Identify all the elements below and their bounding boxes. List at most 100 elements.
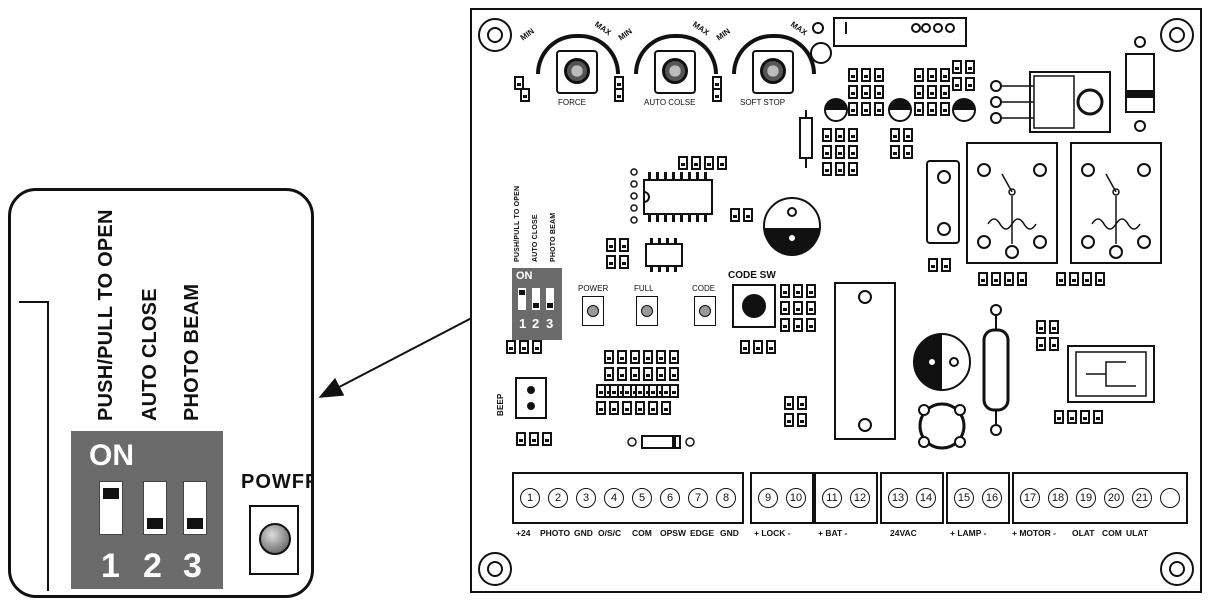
smd-pad-icon	[835, 128, 845, 142]
soft-stop-potentiometer[interactable]	[732, 34, 816, 112]
smd-pad-icon	[622, 384, 632, 398]
terminal-number[interactable]: 5	[632, 488, 652, 508]
board-dip-switch-1[interactable]	[518, 288, 526, 310]
terminal-number[interactable]: 16	[982, 488, 1002, 508]
force-label: FORCE	[558, 98, 586, 107]
dip-switch-1[interactable]	[99, 481, 123, 535]
smd-pad-icon	[940, 102, 950, 116]
smd-pad-icon	[669, 350, 679, 364]
smd-pad-icon	[766, 340, 776, 354]
header-connector-icon	[833, 17, 967, 47]
board-dip-switch-3[interactable]	[546, 288, 554, 310]
terminal-label: + BAT -	[818, 528, 848, 538]
smd-pad-icon	[793, 301, 803, 315]
smd-pad-icon	[835, 145, 845, 159]
dip-switch-callout: PUSH/PULL TO OPEN AUTO CLOSE PHOTO BEAM …	[8, 188, 314, 598]
terminal-number[interactable]: 21	[1132, 488, 1152, 508]
board-label-photo-beam: PHOTO BEAM	[550, 212, 557, 262]
terminal-number[interactable]	[1160, 488, 1180, 508]
capacitor-icon	[514, 76, 524, 90]
dip-switch: ON 1 2 3	[512, 268, 562, 340]
smd-pad-icon	[874, 68, 884, 82]
smd-pad-icon	[822, 128, 832, 142]
terminal-number[interactable]: 6	[660, 488, 680, 508]
smd-pad-icon	[848, 162, 858, 176]
smd-pad-icon	[874, 102, 884, 116]
smd-pad-icon	[635, 401, 645, 415]
terminal-block: 11 12	[814, 472, 878, 524]
diode-icon	[1125, 36, 1155, 132]
smd-pad-icon	[529, 432, 539, 446]
dip-switch-2[interactable]	[143, 481, 167, 535]
terminal-label: 24VAC	[890, 528, 917, 538]
smd-pad-icon	[861, 102, 871, 116]
terminal-number[interactable]: 18	[1048, 488, 1068, 508]
smd-pad-icon	[797, 396, 807, 410]
terminal-number[interactable]: 1	[520, 488, 540, 508]
smd-pad-icon	[991, 272, 1001, 286]
board-label-push-pull: PUSH/PULL TO OPEN	[514, 185, 521, 262]
smd-pad-icon	[890, 128, 900, 142]
terminal-number[interactable]: 14	[916, 488, 936, 508]
terminal-label: +24	[516, 528, 531, 538]
terminal-label: PHOTO	[540, 528, 571, 538]
terminal-number[interactable]: 3	[576, 488, 596, 508]
terminal-number[interactable]: 10	[786, 488, 806, 508]
smd-pad-icon	[1054, 410, 1064, 424]
board-dip-number-3: 3	[546, 316, 554, 331]
terminal-number[interactable]: 7	[688, 488, 708, 508]
beep-connector-icon	[515, 377, 547, 419]
smd-pad-icon	[928, 258, 938, 272]
code-led-label: CODE	[692, 284, 716, 293]
smd-pad-icon	[903, 145, 913, 159]
smd-pad-icon	[604, 367, 614, 381]
smd-pad-icon	[596, 401, 606, 415]
transistor-row-icon	[824, 98, 976, 122]
smd-pad-icon	[730, 208, 740, 222]
smd-pad-icon	[643, 350, 653, 364]
board-dip-switch-2[interactable]	[532, 288, 540, 310]
smd-pad-icon	[704, 156, 714, 170]
voltage-regulator-icon	[990, 71, 1111, 133]
capacitor-icon	[712, 88, 722, 102]
code-switch-button[interactable]	[732, 284, 776, 328]
smd-pad-icon	[822, 162, 832, 176]
terminal-number[interactable]: 9	[758, 488, 778, 508]
smd-pad-icon	[630, 367, 640, 381]
terminal-number[interactable]: 19	[1076, 488, 1096, 508]
smd-pad-icon	[596, 384, 606, 398]
smd-pad-icon	[780, 284, 790, 298]
smd-pad-icon	[648, 401, 658, 415]
smd-pad-icon	[669, 367, 679, 381]
smd-pad-icon	[914, 102, 924, 116]
smd-pad-icon	[780, 318, 790, 332]
dip-switch-3[interactable]	[183, 481, 207, 535]
terminal-number[interactable]: 2	[548, 488, 568, 508]
smd-pad-icon	[630, 350, 640, 364]
smd-pad-icon	[806, 301, 816, 315]
terminal-number[interactable]: 20	[1104, 488, 1124, 508]
smd-pad-icon	[784, 413, 794, 427]
terminal-number[interactable]: 15	[954, 488, 974, 508]
smd-pad-icon	[848, 145, 858, 159]
dip-switch-on-label: ON	[516, 270, 533, 282]
smd-pad-icon	[914, 85, 924, 99]
terminal-label: + LAMP -	[950, 528, 987, 538]
terminal-number[interactable]: 17	[1020, 488, 1040, 508]
smd-pad-icon	[927, 102, 937, 116]
terminal-label: ULAT	[1126, 528, 1149, 538]
terminal-number[interactable]: 13	[888, 488, 908, 508]
terminal-number[interactable]: 8	[716, 488, 736, 508]
power-led-label: POWFR	[241, 471, 314, 493]
terminal-number[interactable]: 12	[850, 488, 870, 508]
electrolytic-capacitor-icon	[763, 197, 821, 256]
terminal-number[interactable]: 11	[822, 488, 842, 508]
terminal-label: COM	[632, 528, 652, 538]
terminal-number[interactable]: 4	[604, 488, 624, 508]
smd-pad-icon	[806, 318, 816, 332]
smd-pad-icon	[861, 68, 871, 82]
smd-pad-icon	[617, 367, 627, 381]
smd-pad-icon	[965, 60, 975, 74]
relay-1	[966, 142, 1058, 264]
smd-pad-icon	[617, 350, 627, 364]
